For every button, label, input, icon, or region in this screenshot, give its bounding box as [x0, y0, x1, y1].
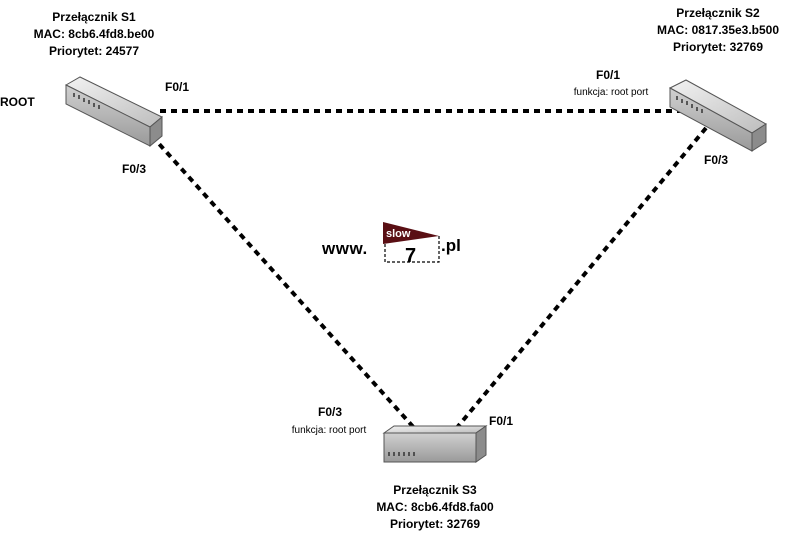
switch-s1-info: Przełącznik S1 MAC: 8cb6.4fd8.be00 Prior… [34, 9, 155, 60]
link-s2-s3 [453, 126, 708, 432]
logo-flag-icon: slow 7 [383, 222, 440, 266]
port-s2-f01-function: funkcja: root port [573, 87, 649, 98]
port-s1-f03: F0/3 [122, 162, 147, 176]
port-s2-f03: F0/3 [704, 153, 729, 167]
port-s3-f03: F0/3 [317, 405, 343, 419]
switch-s3-icon [382, 425, 488, 463]
port-s1-f01: F0/1 [165, 80, 190, 94]
root-label: ROOT [0, 95, 35, 109]
switch-s3-mac: MAC: 8cb6.4fd8.fa00 [376, 500, 494, 514]
port-s3-f03-function: funkcja: root port [291, 425, 367, 436]
switch-s1-priority: Priorytet: 24577 [48, 44, 140, 58]
switch-s2-priority: Priorytet: 32769 [672, 40, 764, 54]
switch-s2-name: Przełącznik S2 [676, 6, 760, 20]
switch-s3-info: Przełącznik S3 MAC: 8cb6.4fd8.fa00 Prior… [376, 482, 493, 533]
switch-s2-icon [668, 79, 767, 152]
logo-digit: 7 [405, 245, 416, 266]
port-s2-f01: F0/1 [595, 68, 621, 82]
switch-s1-name: Przełącznik S1 [52, 10, 136, 24]
switch-s1-icon [64, 76, 163, 148]
logo-prefix: www. [322, 239, 368, 258]
site-logo[interactable]: www. slow 7 .pl [322, 222, 472, 266]
switch-s3-priority: Priorytet: 32769 [389, 517, 481, 531]
switch-s3-name: Przełącznik S3 [393, 483, 477, 497]
logo-suffix: .pl [441, 236, 461, 255]
switch-s2-mac: MAC: 0817.35e3.b500 [656, 23, 780, 37]
switch-s1-mac: MAC: 8cb6.4fd8.be00 [33, 27, 155, 41]
link-s1-s3 [150, 134, 418, 432]
logo-flag-text: slow [386, 228, 411, 240]
switch-s2-info: Przełącznik S2 MAC: 0817.35e3.b500 Prior… [657, 5, 779, 56]
port-s3-f01: F0/1 [489, 414, 514, 428]
